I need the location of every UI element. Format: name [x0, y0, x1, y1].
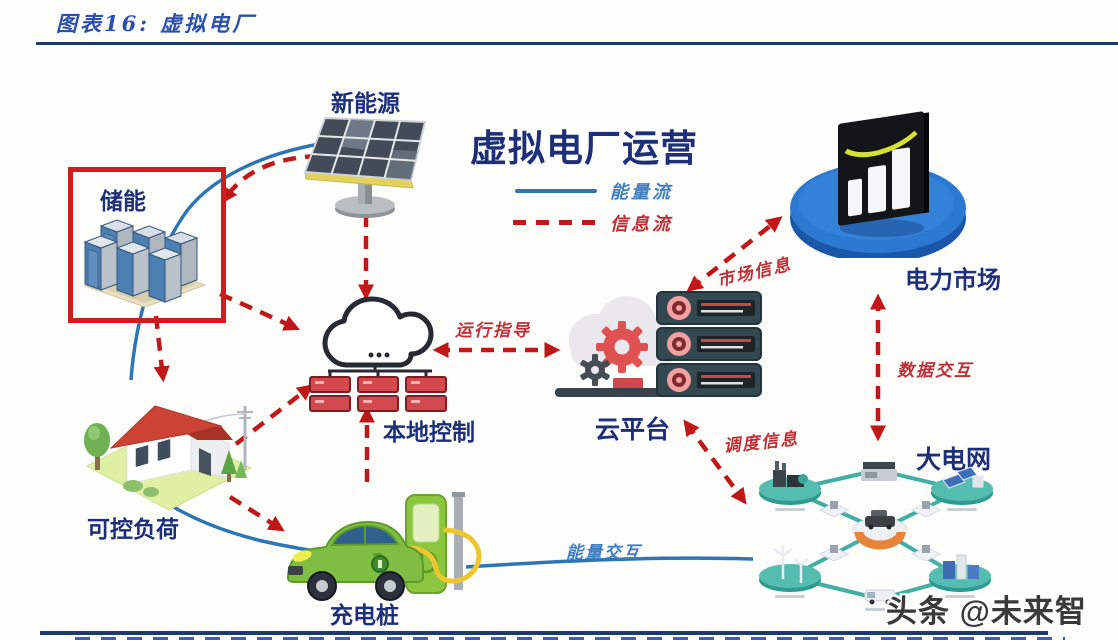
legend-energy-line	[515, 189, 597, 193]
diagram-title: 虚拟电厂运营	[470, 128, 698, 169]
local-control-label: 本地控制	[383, 419, 475, 445]
info-cloud-grid	[683, 419, 747, 505]
grid-generator-icon	[861, 462, 897, 481]
flow-label-data-exchange: 数据交互	[897, 361, 973, 381]
small-gear-icon	[580, 354, 610, 386]
grid-factory-icon	[773, 461, 808, 487]
grid-label: 大电网	[916, 446, 992, 474]
legend-energy-label: 能量流	[610, 182, 673, 203]
flow-label-energy-exchange: 能量交互	[566, 543, 642, 563]
info-storage-localcontrol	[219, 291, 301, 331]
info-load-localcontrol	[234, 384, 314, 446]
solar-panel-icon	[303, 116, 427, 218]
grid-center-arc	[854, 531, 906, 550]
info-solar-storage	[221, 153, 319, 204]
house-icon	[84, 405, 253, 511]
power-grid-network-icon	[759, 461, 993, 611]
battery-cabinets-icon	[83, 219, 207, 308]
info-cloud-market	[686, 216, 783, 292]
grid-buildings-icon	[943, 554, 979, 580]
grid-van-icon	[864, 589, 896, 605]
load-label: 可控负荷	[87, 516, 179, 542]
diagram-title-block: 虚拟电厂运营 能量流 信息流	[462, 118, 742, 243]
watermark: 头条 @未来智库	[886, 594, 1087, 640]
flow-label-operation: 运行指导	[455, 321, 531, 341]
node-solar: 新能源	[295, 84, 445, 224]
storage-highlight-box: 储能	[68, 167, 226, 323]
bottom-rule	[40, 631, 1048, 635]
solar-label: 新能源	[331, 90, 400, 116]
node-market: 电力市场	[780, 100, 1015, 300]
cloud-servers	[656, 291, 762, 397]
energy-charger-grid	[465, 556, 754, 569]
node-cloud-platform: 云平台	[555, 290, 770, 445]
top-rule	[36, 42, 1118, 45]
node-local-control: 本地控制	[300, 295, 510, 445]
info-storage-load	[153, 315, 170, 383]
market-disk-icon	[790, 111, 966, 258]
local-control-cloud-icon	[309, 296, 447, 412]
node-charger: 充电桩	[278, 468, 493, 628]
node-load: 可控负荷	[75, 378, 260, 543]
grid-wind-icon	[773, 546, 809, 583]
gear-icon	[596, 321, 648, 373]
market-label: 电力市场	[905, 267, 1001, 294]
legend-info-label: 信息流	[610, 214, 673, 235]
info-flow-lines	[153, 153, 887, 532]
charger-label: 充电桩	[330, 602, 399, 628]
info-load-charger	[228, 495, 285, 532]
ev-car	[286, 520, 424, 601]
local-control-servers	[309, 376, 447, 412]
legend-info-line	[513, 220, 601, 225]
figure-caption: 图表16: 虚拟电厂	[56, 11, 257, 36]
market-board	[838, 111, 929, 226]
cloud-platform-label: 云平台	[595, 416, 671, 444]
ev-charging-icon	[286, 492, 482, 601]
node-grid: 大电网	[745, 430, 1015, 620]
clipped-source-text	[75, 637, 1065, 640]
storage-label: 储能	[100, 188, 146, 214]
grid-solar-icon	[942, 466, 984, 489]
cloud-platform-icon	[555, 291, 762, 397]
